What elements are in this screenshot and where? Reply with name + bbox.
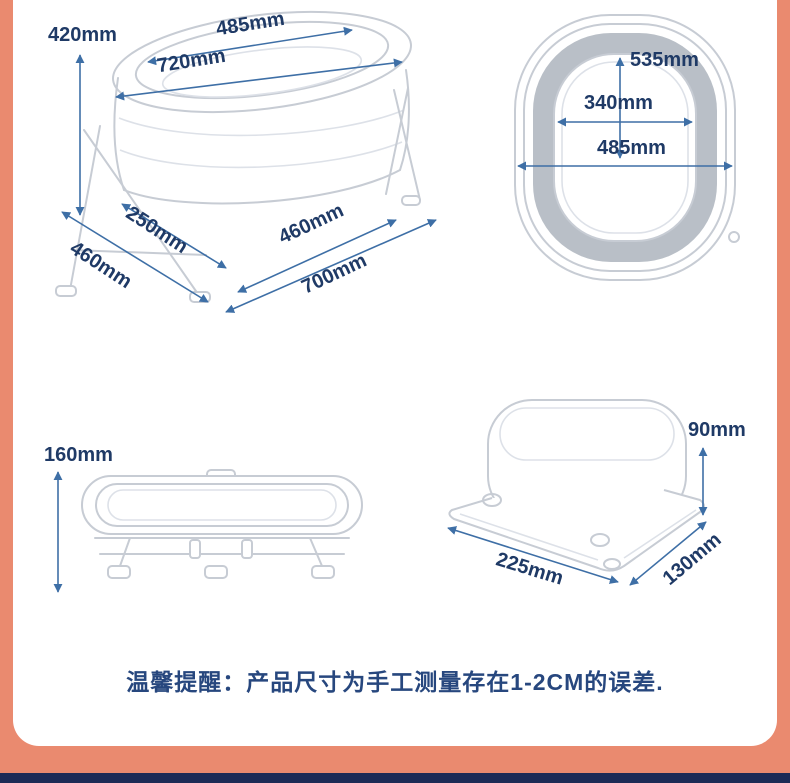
bottom-navy-bar [0,773,790,783]
dim-label-folded-stack-height: 90mm [688,419,746,441]
measurement-notice: 温馨提醒：产品尺寸为手工测量存在1-2CM的误差. [126,669,664,695]
dim-label-tub-height: 420mm [48,24,117,46]
dim-label-top-view-outer-width: 485mm [597,137,666,159]
dim-label-folded-height: 160mm [44,444,113,466]
dim-label-top-view-inner-length: 535mm [630,49,699,71]
dim-label-top-view-inner-width: 340mm [584,92,653,114]
white-content-panel [13,0,777,746]
